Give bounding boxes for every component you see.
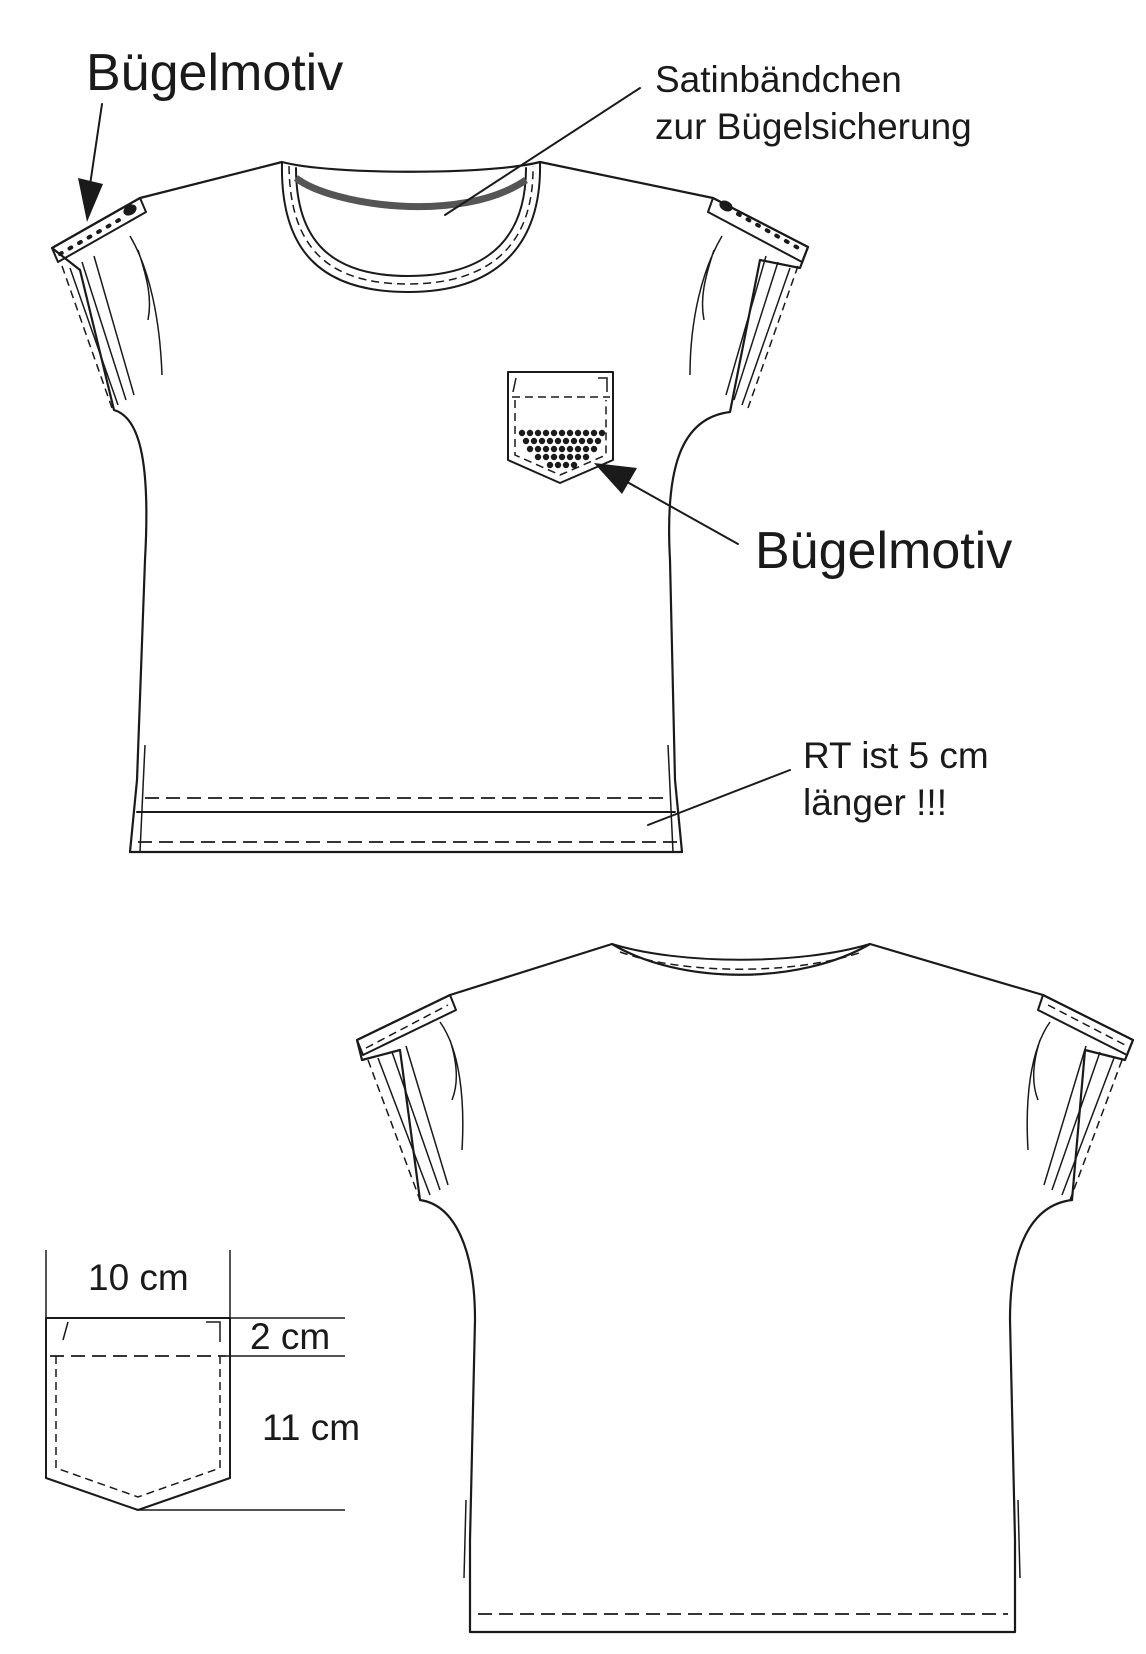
- pocket-motif-leader: [619, 477, 739, 545]
- front-pocket-outline: [507, 371, 614, 484]
- pocket-width-label: 10 cm: [88, 1257, 189, 1298]
- back-left-sleeve-band: [356, 994, 457, 1056]
- front-neckline-inner: [295, 167, 527, 277]
- pocket-motif-label: Bügelmotiv: [755, 522, 1012, 580]
- satin-ribbon-label-line1: Satinbändchen: [655, 59, 902, 100]
- shoulder-motif-oval-right: [719, 200, 733, 212]
- front-left-sleeve-band: [51, 197, 147, 263]
- pocket-pattern-corner-right: [206, 1321, 221, 1342]
- front-right-sleeve-folds: [689, 235, 791, 406]
- front-pocket-edge-stitch: [514, 400, 607, 476]
- pocket-pattern-seam-allowance: [55, 1356, 221, 1498]
- back-right-sleeve-folds: [1026, 1021, 1115, 1196]
- satin-ribbon: [293, 175, 528, 211]
- front-side-slit-left: [139, 744, 146, 853]
- back-right-sleeve-hem-stitch: [1069, 1059, 1123, 1201]
- back-side-slit-left: [463, 1499, 467, 1579]
- back-shirt-outline: [355, 942, 1135, 1634]
- back-right-sleeve-stitch: [1047, 1004, 1126, 1046]
- front-pocket-corner-left: [512, 377, 517, 393]
- front-side-slit-right: [667, 744, 674, 853]
- front-left-sleeve-folds: [69, 235, 163, 406]
- pocket-motif-arrowhead: [594, 463, 637, 494]
- pocket-pattern-outline: [45, 1317, 231, 1511]
- back-longer-label-line2: länger !!!: [803, 782, 947, 823]
- back-left-sleeve-folds: [377, 1021, 464, 1196]
- back-left-sleeve-hem-stitch: [367, 1059, 421, 1201]
- pocket-fold-label: 2 cm: [250, 1316, 330, 1357]
- back-longer-label-line1: RT ist 5 cm: [803, 735, 989, 776]
- pocket-height-label: 11 cm: [262, 1407, 360, 1448]
- back-longer-leader: [647, 769, 791, 826]
- front-right-sleeve-band: [707, 197, 809, 263]
- back-neckline-binding: [611, 943, 871, 961]
- shoulder-motif-oval-left: [123, 204, 137, 216]
- front-left-sleeve-dots: [58, 214, 128, 256]
- satin-ribbon-label-line2: zur Bügelsicherung: [655, 106, 972, 147]
- back-neckline-stitch: [619, 951, 863, 970]
- front-view: [50, 160, 810, 854]
- satin-ribbon-leader: [444, 87, 641, 216]
- front-right-sleeve-dots: [736, 212, 802, 251]
- pocket-dot-motif: [518, 429, 606, 469]
- back-right-sleeve-band: [1037, 994, 1134, 1056]
- shoulder-motif-arrowhead: [78, 178, 103, 222]
- front-pocket-corner-right: [598, 377, 608, 392]
- pocket-pattern: 10 cm 2 cm 11 cm: [45, 1250, 360, 1511]
- back-side-slit-right: [1017, 1499, 1021, 1579]
- front-shirt-outline: [50, 160, 810, 854]
- back-view: [355, 942, 1135, 1634]
- pocket-pattern-corner-left: [62, 1321, 69, 1341]
- front-pocket: [507, 371, 614, 484]
- annotation-leaders: [78, 87, 791, 826]
- shoulder-motif-label: Bügelmotiv: [86, 44, 343, 102]
- front-neckline-stitch: [288, 165, 534, 285]
- front-neckline: [280, 161, 542, 293]
- shoulder-motif-leader: [89, 103, 103, 186]
- back-left-sleeve-stitch: [365, 1004, 449, 1049]
